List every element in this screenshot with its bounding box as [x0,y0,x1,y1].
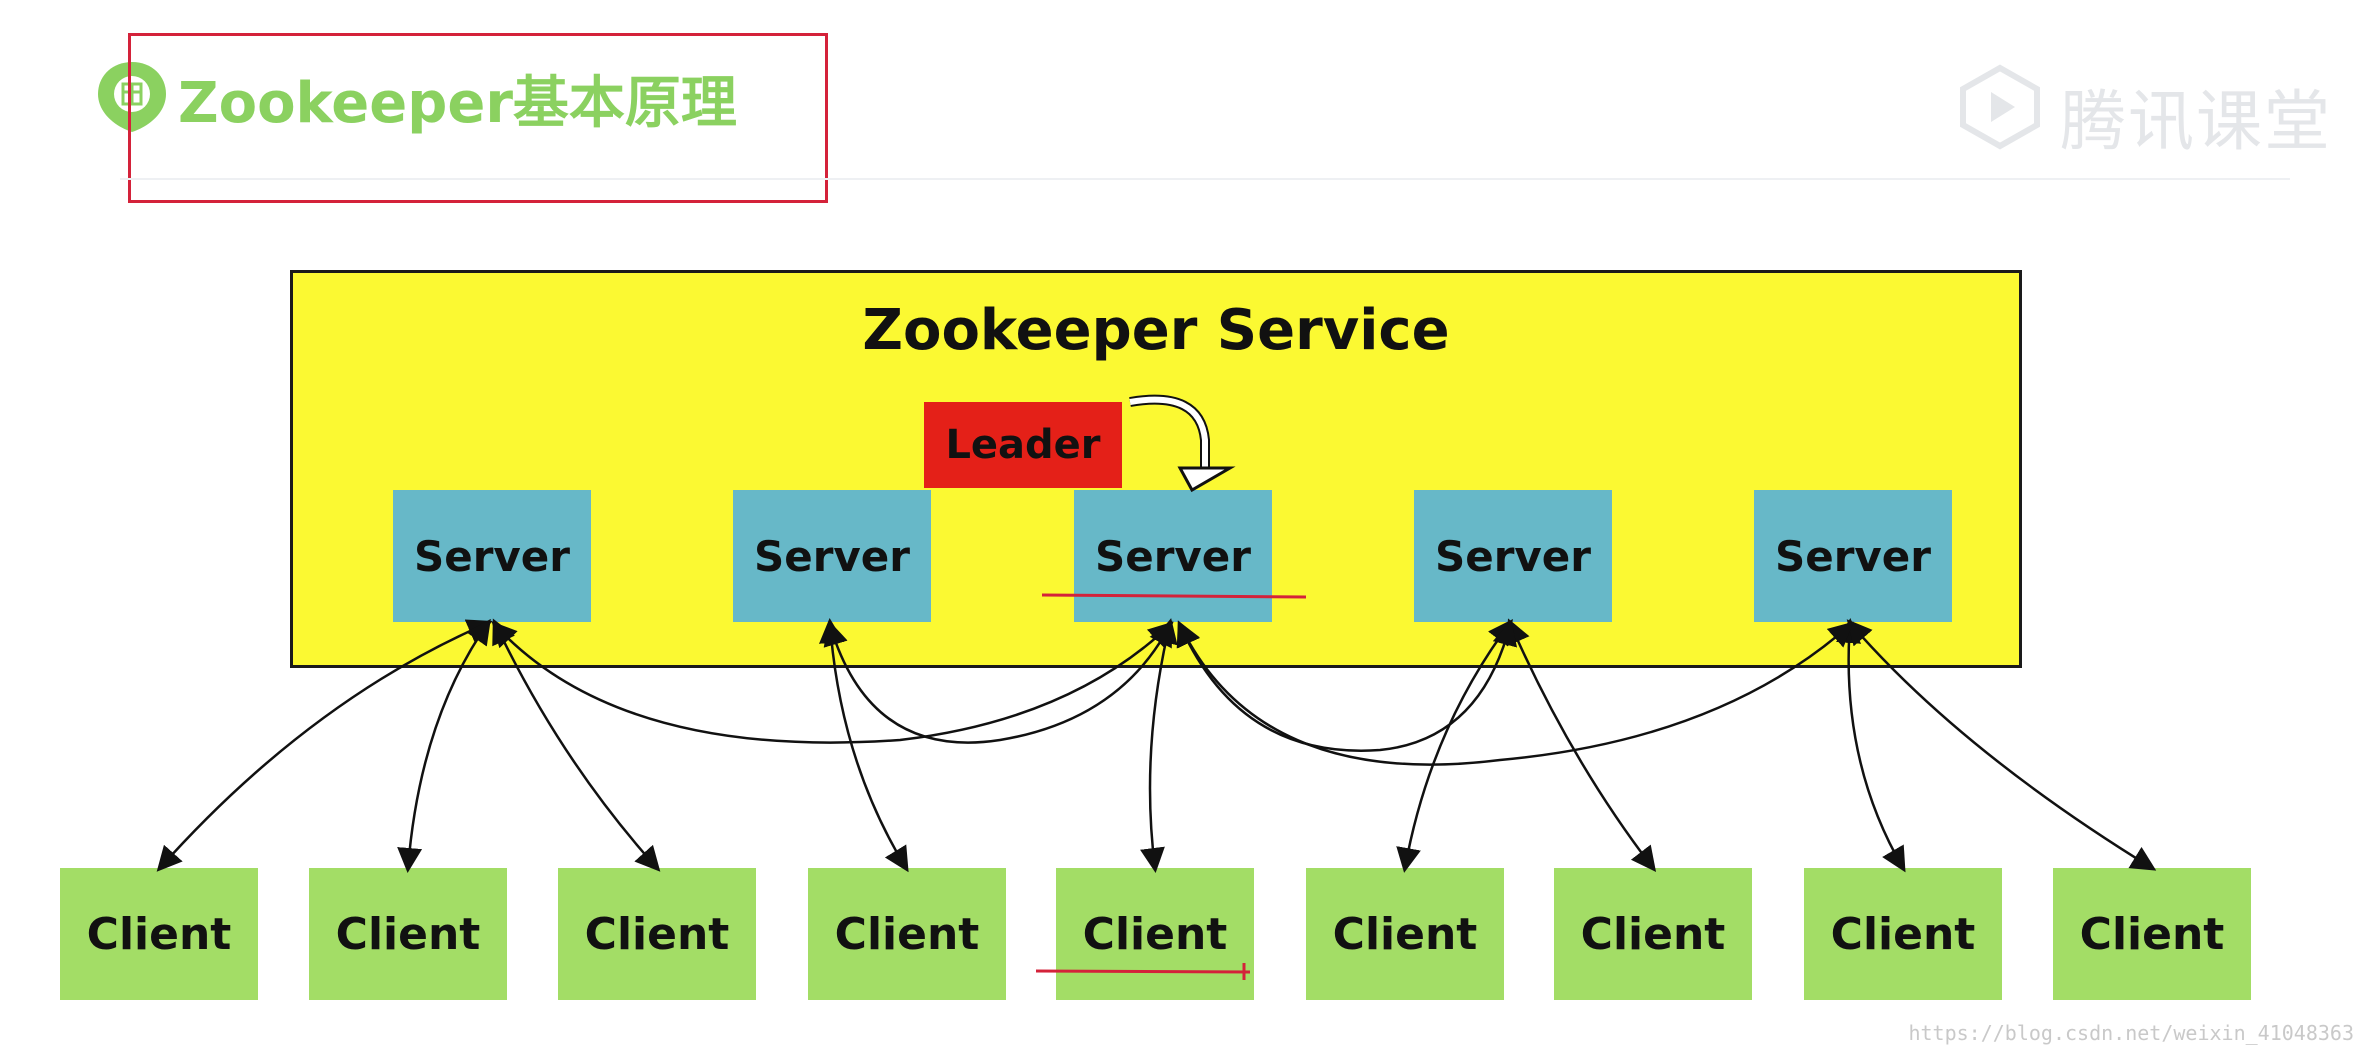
title-highlight-box [128,33,828,203]
client-node-9: Client [2053,868,2251,1000]
header-divider [120,178,2290,180]
client-node-7: Client [1554,868,1752,1000]
client-node-6: Client [1306,868,1504,1000]
source-watermark: https://blog.csdn.net/weixin_41048363 [1908,1021,2354,1045]
client-node-2: Client [309,868,507,1000]
client-node-5: Client [1056,868,1254,1000]
client-node-4: Client [808,868,1006,1000]
server-node-2: Server [733,490,931,622]
leader-label-box: Leader [924,402,1122,488]
title-logo-icon [98,62,166,132]
service-title: Zookeeper Service [862,298,1450,363]
brand-name: 腾讯课堂 [2060,83,2332,160]
server-node-4: Server [1414,490,1612,622]
client-node-8: Client [1804,868,2002,1000]
tencent-classroom-logo-icon [1960,64,2040,150]
client-node-1: Client [60,868,258,1000]
server-node-leader: Server [1074,490,1272,622]
client-node-3: Client [558,868,756,1000]
page-title: Zookeeper基本原理 [178,71,737,136]
server-node-5: Server [1754,490,1952,622]
server-node-1: Server [393,490,591,622]
